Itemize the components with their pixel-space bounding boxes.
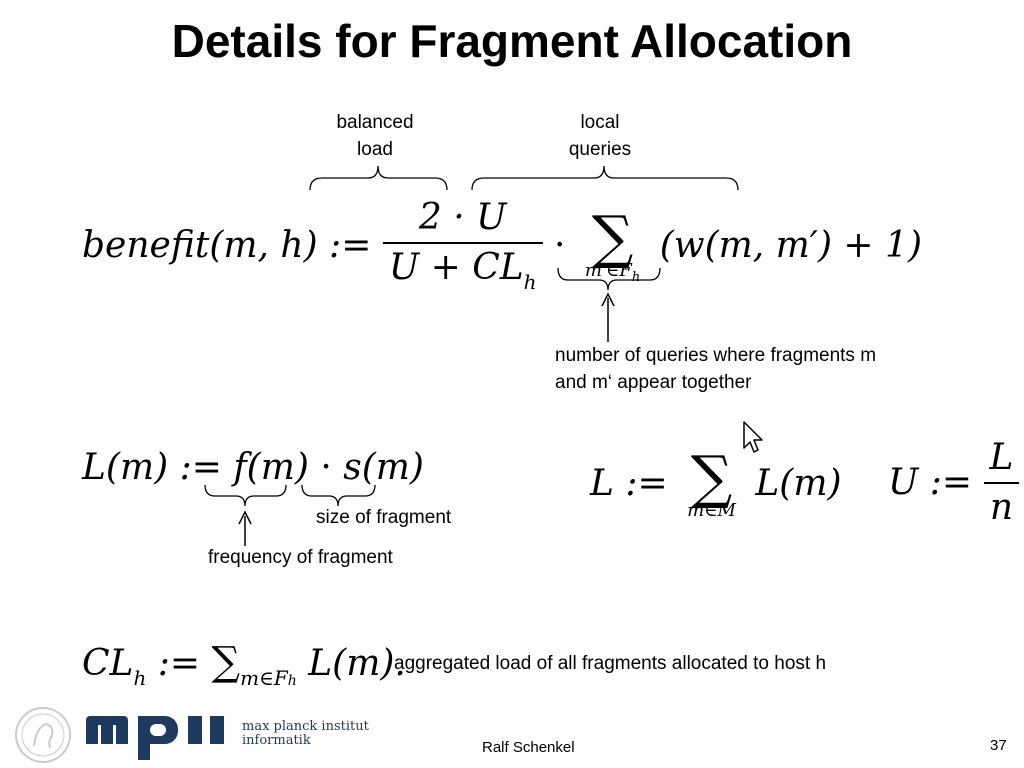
w-underbrace [557,267,661,291]
mpi-logo-mark [86,716,224,760]
load-total-sum-limit: m∈M [687,500,736,521]
u-definition-formula: U := L n [888,440,1020,528]
size-of-fragment-label: size of fragment [316,507,452,528]
w-description-line-1: number of queries where fragments m [555,345,877,366]
cl-def-body: L(m). [308,643,406,684]
benefit-sum-symbol: ∑ [591,203,634,271]
mpi-logo-text: max planck institut informatik [242,720,369,748]
balanced-load-line-1: balanced [336,112,414,133]
w-arrow-head [601,292,615,307]
balanced-load-overbrace [309,165,448,191]
s-underbrace [301,484,376,507]
benefit-dot: · [554,225,566,266]
benefit-lhs: benefit(m, h) := [82,225,372,266]
load-total-formula: L := ∑ m∈M L(m) [590,448,842,520]
benefit-denominator-main: U + CL [388,247,524,288]
benefit-sum-limit-sub: h [631,270,641,285]
local-queries-line-2: queries [568,139,632,160]
cl-def-assign: := [157,643,201,684]
frequency-of-fragment-label: frequency of fragment [208,547,393,568]
cl-def-sum-symbol: ∑ [211,639,241,685]
balanced-load-line-2: load [357,139,393,160]
cl-def-lhs-main: CL [82,643,134,684]
w-description-line-2: and m‘ appear together [555,372,752,393]
load-total-sum: ∑ m∈M [687,448,736,520]
load-total-lhs: L := [590,463,668,504]
mpi-logo [86,712,234,760]
cl-def-sum-limit: m∈Fh [240,666,297,690]
local-queries-annotation: local queries [530,109,670,163]
cl-def-sum-limit-sub: h [287,673,297,689]
cl-def-sum-limit-main: m∈F [240,666,288,690]
benefit-fraction: 2 · U U + CLh [382,200,543,294]
footer-author: Ralf Schenkel [482,739,575,756]
f-arrow-head [238,510,252,525]
u-def-numerator: L [983,440,1020,484]
minerva-seal-icon [15,707,71,763]
load-m-formula: L(m) := f(m) · s(m) [82,450,424,486]
u-def-denominator: n [989,487,1014,528]
mpi-logo-text-line-2: informatik [242,733,311,748]
benefit-sum-limit-main: m′∈F [584,260,632,281]
mouse-pointer-icon [743,421,763,453]
f-underbrace [204,484,287,507]
load-m-lhs: L(m) := [82,447,222,488]
benefit-denominator-sub: h [523,270,537,294]
benefit-numerator: 2 · U [382,200,543,244]
u-def-lhs: U := [888,462,973,503]
benefit-sum: ∑ m′∈Fh [585,208,640,284]
load-m-dot: · [320,447,332,488]
benefit-sum-body: (w(m, m′) + 1) [659,225,922,266]
benefit-sum-limit: m′∈Fh [584,260,641,285]
w-description: number of queries where fragments m and … [555,342,975,396]
u-def-fraction: L n [983,440,1020,528]
load-total-body: L(m) [755,463,842,504]
load-m-s: s(m) [343,447,424,488]
load-total-sum-symbol: ∑ [690,443,733,511]
load-m-f: f(m) [233,447,309,488]
aggregated-load-label: aggregated load of all fragments allocat… [394,653,827,674]
balanced-load-annotation: balanced load [305,109,445,163]
cl-def-lhs-sub: h [133,666,147,690]
benefit-denominator: U + CLh [383,244,543,294]
local-queries-line-1: local [580,112,620,133]
slide-title: Details for Fragment Allocation [171,15,853,67]
footer-page-number: 37 [990,737,1007,754]
mpi-logo-text-line-1: max planck institut [242,719,369,734]
cl-definition-formula: CLh := ∑m∈Fh L(m). [82,642,406,688]
benefit-formula: benefit(m, h) := 2 · U U + CLh · ∑ m′∈Fh… [82,200,922,294]
local-queries-overbrace [471,165,739,191]
